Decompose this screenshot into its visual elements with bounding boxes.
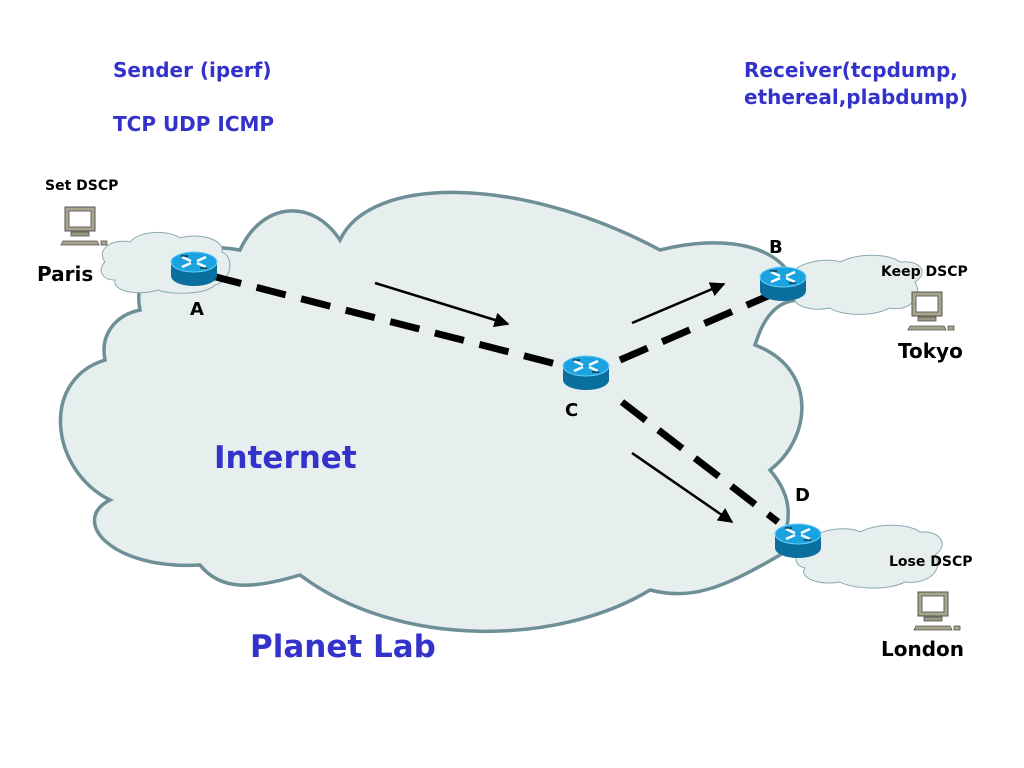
tokyo-host-label: Tokyo bbox=[898, 339, 963, 363]
flow-arrow-c-d bbox=[631, 451, 734, 524]
receiver-label-line2: ethereal,plabdump) bbox=[744, 85, 969, 109]
router-a-icon bbox=[169, 250, 219, 288]
london-host-label: London bbox=[881, 637, 965, 661]
router-b-label: B bbox=[769, 237, 783, 258]
london-computer-icon bbox=[913, 591, 961, 631]
link-a-c bbox=[211, 272, 561, 369]
tokyo-computer-icon bbox=[907, 291, 955, 331]
flow-arrow-a-c bbox=[374, 281, 510, 328]
london-dscp-note: Lose DSCP bbox=[889, 554, 973, 570]
paris-computer-icon bbox=[60, 206, 108, 246]
link-c-d bbox=[619, 399, 781, 525]
paris-host-label: Paris bbox=[37, 262, 94, 286]
paris-dscp-note: Set DSCP bbox=[45, 178, 119, 194]
london-cloud bbox=[795, 524, 943, 589]
router-d-label: D bbox=[795, 485, 810, 506]
planet-lab-label: Planet Lab bbox=[250, 629, 436, 665]
receiver-label-line1: Receiver(tcpdump, bbox=[744, 58, 958, 82]
sender-label: Sender (iperf) bbox=[113, 58, 272, 82]
router-b-icon bbox=[758, 265, 808, 303]
router-d-icon bbox=[773, 522, 823, 560]
router-a-label: A bbox=[190, 299, 204, 320]
tokyo-dscp-note: Keep DSCP bbox=[881, 264, 968, 280]
protocols-label: TCP UDP ICMP bbox=[113, 112, 275, 136]
router-c-icon bbox=[561, 354, 611, 392]
link-c-b bbox=[618, 292, 770, 364]
flow-arrow-c-b bbox=[631, 282, 726, 325]
internet-cloud bbox=[58, 190, 804, 633]
internet-label: Internet bbox=[214, 440, 357, 476]
router-c-label: C bbox=[565, 400, 579, 421]
